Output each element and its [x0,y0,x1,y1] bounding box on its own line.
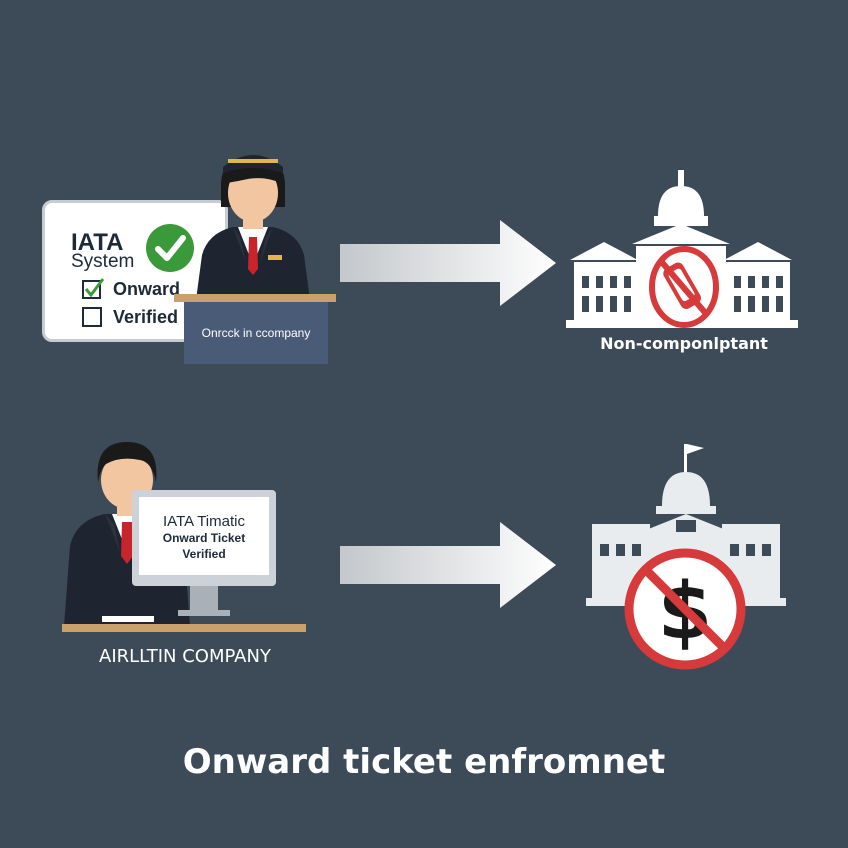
keyboard [102,616,154,622]
panel-title-line2: System [71,251,135,272]
diagram-caption: Onward ticket enfromnet [182,742,666,782]
checkbox-empty-icon [81,305,105,329]
check-label-verified: Verified [113,307,179,327]
monitor-line2: Onward Ticket [162,531,246,545]
checkin-desk-front: Onrcck in ccompany [184,302,328,364]
monitor-line1: IATA Timatic [163,513,245,530]
monitor-base [178,610,230,616]
monitor-screen: IATA Timatic Onward Ticket Verified [139,497,269,575]
monitor-line3: Verified [182,547,226,561]
checkbox-checked-icon [81,277,105,301]
checkin-desk [174,294,336,302]
arrow-right-icon [340,522,560,608]
check-label-onward: Onward [113,279,181,299]
check-circle-icon [145,223,195,273]
airline-desk [62,624,306,632]
monitor-stand [190,586,218,612]
monitor-icon: IATA Timatic Onward Ticket Verified [132,490,276,586]
panel-title-line1: IATA [71,229,124,256]
building-label: Non-componlptant [600,334,768,353]
no-phone-icon [648,244,720,330]
desk-label: Onrcck in ccompany [201,326,311,340]
arrow-right-icon [340,220,560,306]
airline-desk-label: AIRLLTIN COMPANY [99,646,271,667]
agent-person-icon [188,145,318,300]
iata-system-panel: IATA System Onward Verified [42,200,228,342]
no-money-icon: $ [622,546,748,672]
